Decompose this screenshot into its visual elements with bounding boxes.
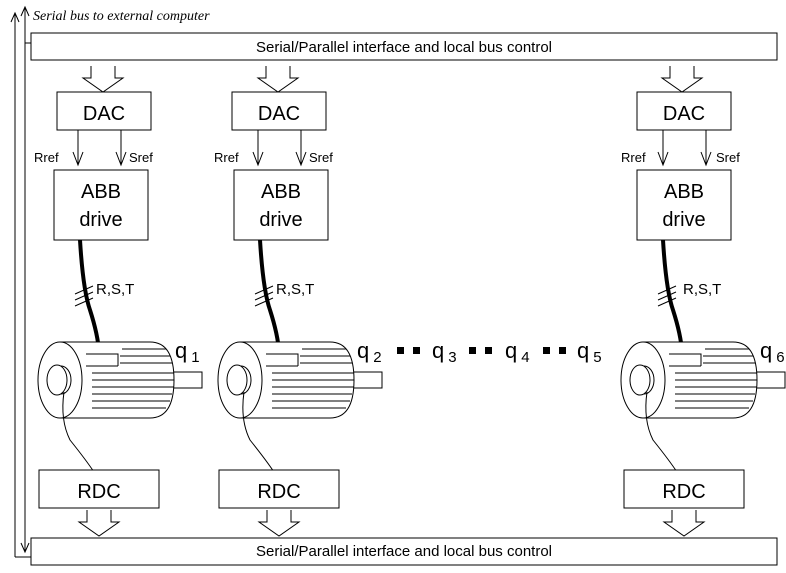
resolver-cable [62, 391, 95, 473]
power-cable [78, 239, 101, 353]
cable-label: R,S,T [683, 281, 721, 298]
resolver-cable [242, 391, 275, 473]
dac-label: DAC [258, 103, 300, 125]
dac-box [56, 91, 152, 131]
abb-drive-box [636, 169, 732, 241]
rref-label: Rref [214, 150, 239, 165]
abb-drive-line1: ABB [81, 181, 121, 203]
sref-label: Sref [716, 150, 740, 165]
bus-to-dac-arrow [661, 65, 703, 93]
abb-drive-line2: drive [259, 209, 302, 231]
dot-marker [543, 347, 550, 354]
rdc-box [218, 469, 340, 509]
bus-to-dac-arrow [82, 65, 124, 93]
dot-marker [559, 347, 566, 354]
abb-drive-line1: ABB [261, 181, 301, 203]
dot-marker [469, 347, 476, 354]
serial-bus-caption: Serial bus to external computer [33, 9, 210, 24]
rdc-label: RDC [77, 481, 120, 503]
dot-marker [485, 347, 492, 354]
dot-marker [397, 347, 404, 354]
serial-bus-lines [10, 5, 39, 558]
dac-label: DAC [83, 103, 125, 125]
abb-drive-line2: drive [79, 209, 122, 231]
rdc-box [623, 469, 745, 509]
dac-box [636, 91, 732, 131]
power-cable [258, 239, 281, 353]
rref-label: Rref [621, 150, 646, 165]
bus-to-dac-arrow [257, 65, 299, 93]
dac-label: DAC [663, 103, 705, 125]
sref-label: Sref [309, 150, 333, 165]
top-bus-label: Serial/Parallel interface and local bus … [256, 39, 552, 56]
cable-label: R,S,T [96, 281, 134, 298]
rdc-label: RDC [662, 481, 705, 503]
abb-drive-line1: ABB [664, 181, 704, 203]
rref-label: Rref [34, 150, 59, 165]
abb-drive-box [233, 169, 329, 241]
dac-box [231, 91, 327, 131]
sref-label: Sref [129, 150, 153, 165]
bottom-bus-box: Serial/Parallel interface and local bus … [30, 537, 778, 566]
power-cable [661, 239, 684, 353]
dot-marker [413, 347, 420, 354]
cable-label: R,S,T [276, 281, 314, 298]
resolver-cable [645, 391, 678, 473]
rdc-box [38, 469, 160, 509]
rdc-label: RDC [257, 481, 300, 503]
rdc-to-bus-arrow [258, 509, 300, 537]
top-bus-box: Serial/Parallel interface and local bus … [30, 32, 778, 61]
rdc-to-bus-arrow [78, 509, 120, 537]
abb-drive-line2: drive [662, 209, 705, 231]
abb-drive-box [53, 169, 149, 241]
bottom-bus-label: Serial/Parallel interface and local bus … [256, 543, 552, 560]
rdc-to-bus-arrow [663, 509, 705, 537]
